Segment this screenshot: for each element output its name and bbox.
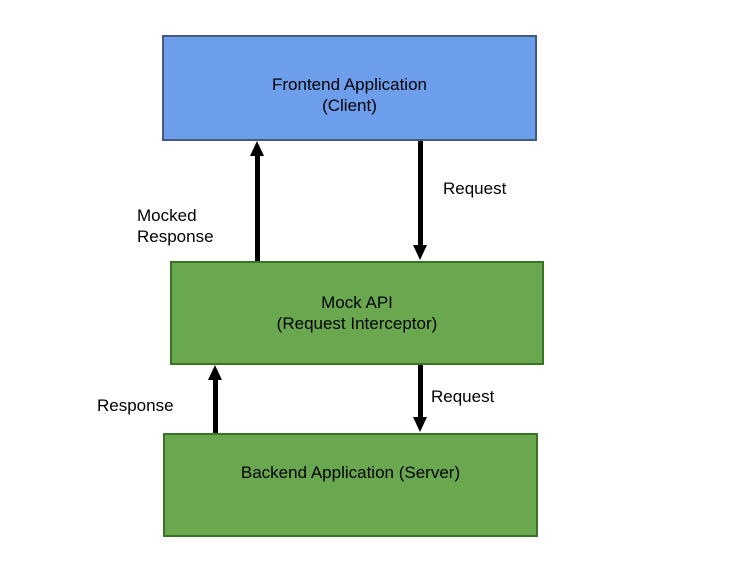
- node-mock-api: Mock API (Request Interceptor): [170, 261, 544, 365]
- arrowhead-up-icon: [208, 365, 222, 380]
- node-frontend-label-line1: Frontend Application: [272, 75, 427, 94]
- arrowhead-up-icon: [250, 141, 264, 156]
- edge-label-mocked-response: Mocked Response: [137, 206, 214, 246]
- node-backend-label-line1: Backend Application (Server): [240, 462, 461, 482]
- arrowhead-down-icon: [413, 245, 427, 260]
- edge-label-request-top: Request: [443, 179, 507, 198]
- arrow-shaft: [254, 156, 260, 261]
- node-mock-api-label: Mock API (Request Interceptor): [277, 292, 438, 334]
- arrow-mocked-response: [250, 141, 264, 261]
- arrow-shaft: [417, 141, 423, 245]
- node-frontend-label-line2: (Client): [322, 96, 377, 115]
- node-mock-api-label-line1: Mock API: [321, 293, 393, 312]
- node-frontend-label: Frontend Application (Client): [272, 74, 427, 116]
- node-backend-application: Backend Application (Server): [163, 433, 538, 537]
- arrowhead-down-icon: [413, 417, 427, 432]
- edge-label-request-bottom: Request: [431, 387, 495, 406]
- arrow-shaft: [212, 380, 218, 433]
- edge-label-response: Response: [97, 396, 174, 415]
- arrow-request-bottom: [413, 365, 427, 432]
- node-mock-api-label-line2: (Request Interceptor): [276, 314, 438, 333]
- arrow-response: [208, 365, 222, 433]
- arrow-request-top: [413, 141, 427, 260]
- node-frontend-application: Frontend Application (Client): [162, 35, 537, 141]
- arrow-shaft: [417, 365, 423, 417]
- node-backend-label: Backend Application (Server): [241, 462, 460, 483]
